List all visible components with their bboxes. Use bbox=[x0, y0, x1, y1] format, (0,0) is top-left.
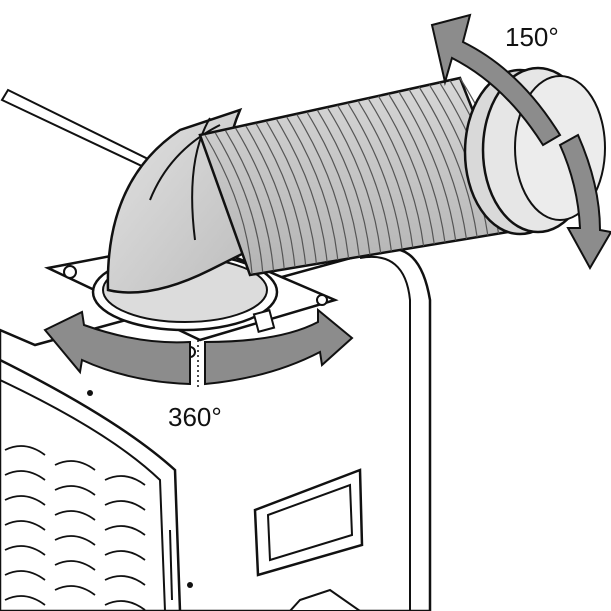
hose-rib bbox=[255, 123, 307, 266]
rotation-angle-label: 360° bbox=[168, 402, 222, 432]
hose-rib bbox=[245, 125, 296, 268]
hose-rib bbox=[367, 98, 425, 246]
hose-rib bbox=[306, 111, 360, 257]
hose-rib bbox=[337, 105, 392, 252]
carry-handle bbox=[253, 468, 364, 611]
hose-rib bbox=[398, 91, 457, 241]
vent-grille bbox=[4, 445, 146, 611]
hose-rib bbox=[347, 102, 403, 250]
hose-rib bbox=[377, 95, 435, 245]
hose-rib bbox=[224, 130, 275, 271]
hose-rib bbox=[408, 89, 467, 239]
support-rod bbox=[0, 88, 152, 170]
hose-rib bbox=[418, 86, 478, 238]
hose-rib bbox=[214, 132, 264, 273]
tilt-angle-label: 150° bbox=[505, 22, 559, 52]
hose-rib bbox=[296, 114, 350, 259]
hose-rib bbox=[235, 127, 285, 269]
hose-rib bbox=[316, 109, 371, 255]
rotation-arrows bbox=[43, 307, 354, 390]
hose-rib bbox=[388, 93, 446, 243]
hose-rib bbox=[204, 134, 253, 275]
hose-rib bbox=[275, 118, 328, 262]
tilt-arrows bbox=[430, 13, 611, 271]
hose-rib bbox=[265, 121, 317, 264]
hose-rib bbox=[326, 107, 382, 253]
hose-rib bbox=[357, 100, 414, 248]
hose-rib bbox=[286, 116, 339, 260]
